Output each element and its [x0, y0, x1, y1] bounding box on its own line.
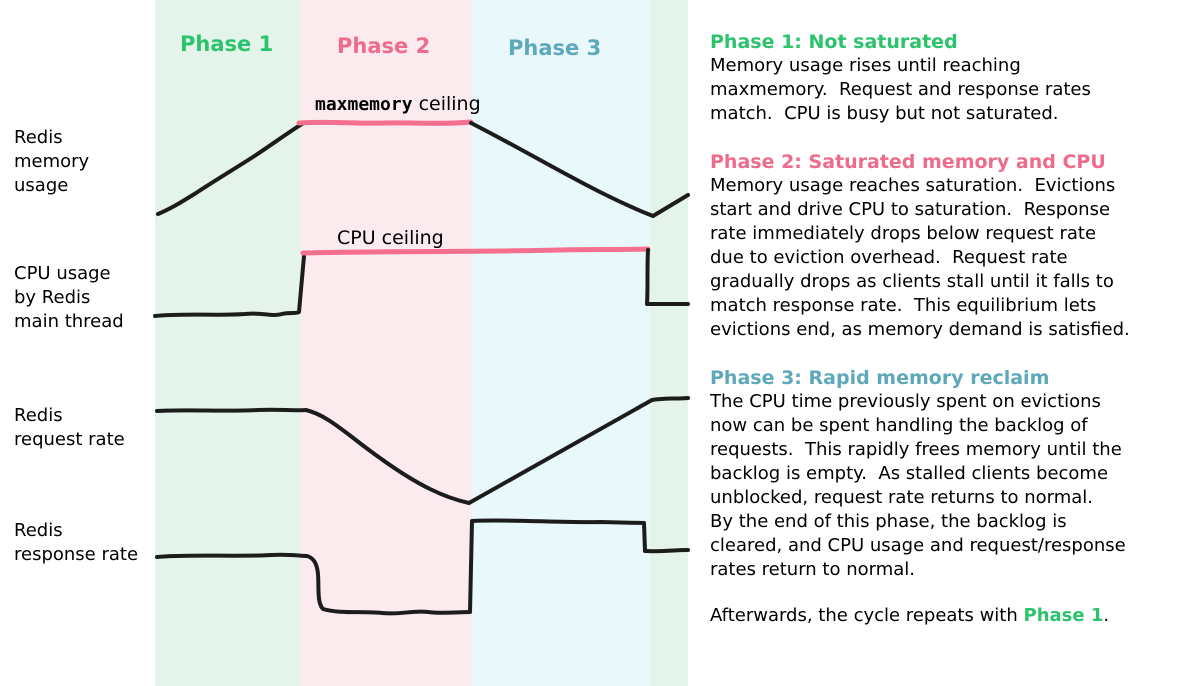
- cpu-usage-row-label: CPU usage by Redis main thread: [14, 263, 124, 332]
- phase1-heading: Phase 1: Not saturated: [710, 31, 958, 53]
- phase1-band-label: Phase 1: [180, 32, 274, 56]
- phase3-band-label: Phase 3: [508, 36, 602, 60]
- response-rate-row-label: Redis response rate: [14, 520, 139, 565]
- phase2-explanation-section: Phase 2: Saturated memory and CPU Memory…: [710, 150, 1180, 342]
- phase1-explanation-section: Phase 1: Not saturated Memory usage rise…: [710, 30, 1180, 126]
- cycle-repeat-phase1-highlight: Phase 1: [1023, 605, 1104, 626]
- phase2-band-label: Phase 2: [337, 34, 431, 58]
- phase2-body: Memory usage reaches saturation. Evictio…: [710, 175, 1130, 340]
- phase3-body: The CPU time previously spent on evictio…: [710, 391, 1126, 580]
- cpu-ceiling-label: CPU ceiling: [337, 227, 444, 249]
- maxmemory-code-text: maxmemory: [315, 94, 413, 115]
- cycle-repeat-note: Afterwards, the cycle repeats with Phase…: [710, 604, 1109, 628]
- cycle-repeat-suffix: .: [1103, 605, 1110, 626]
- request-rate-row-label: Redis request rate: [14, 405, 125, 450]
- next-phase1-band: [650, 0, 688, 686]
- maxmemory-ceiling-label: maxmemory ceiling: [315, 93, 481, 115]
- phase1-body: Memory usage rises until reaching maxmem…: [710, 55, 1091, 124]
- phase3-explanation-section: Phase 3: Rapid memory reclaim The CPU ti…: [710, 366, 1180, 582]
- phase3-heading: Phase 3: Rapid memory reclaim: [710, 367, 1050, 389]
- memory-usage-row-label: Redis memory usage: [14, 127, 90, 196]
- phase3-band: [472, 0, 650, 686]
- phase2-heading: Phase 2: Saturated memory and CPU: [710, 151, 1106, 173]
- ceiling-text: ceiling: [412, 93, 481, 115]
- phase1-band: [155, 0, 301, 686]
- cycle-repeat-prefix: Afterwards, the cycle repeats with: [710, 605, 1024, 626]
